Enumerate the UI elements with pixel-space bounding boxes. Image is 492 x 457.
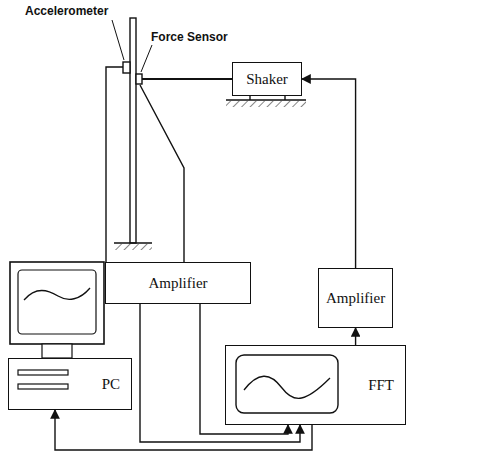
- box-label: Amplifier: [147, 275, 208, 292]
- force-sensor-cable: [140, 85, 184, 262]
- amplifier-box: Amplifier: [318, 268, 393, 328]
- disk-slot: [18, 384, 68, 389]
- box-label: Amplifier: [325, 290, 386, 307]
- signal-wire: [140, 304, 300, 442]
- ground-hatch: [114, 244, 152, 250]
- signal-wire: [302, 79, 356, 268]
- shaker-box: Shaker: [232, 62, 302, 96]
- cantilever-beam: [130, 18, 136, 243]
- leader-line: [141, 45, 152, 72]
- ground-line: [114, 242, 152, 244]
- pc-base-box: PC: [8, 358, 132, 410]
- disk-slot: [18, 370, 68, 375]
- pc-monitor: [10, 262, 104, 344]
- analyzer-screen: [236, 355, 338, 413]
- screen-trace: [24, 288, 90, 300]
- box-label: PC: [101, 376, 121, 393]
- signal-wire: [55, 410, 312, 450]
- signal-wire: [200, 304, 288, 434]
- force-sensor-symbol: [136, 74, 142, 84]
- box-label: Shaker: [245, 71, 289, 88]
- leader-line: [112, 20, 124, 60]
- signal-wire: [355, 328, 356, 345]
- ground-line: [226, 99, 306, 101]
- accelerometer-symbol: [123, 62, 130, 73]
- stinger-rod: [142, 78, 232, 80]
- fft-analyzer-box: FFT: [225, 345, 406, 425]
- shaker-mount: [249, 96, 250, 100]
- amplifier-box: Amplifier: [105, 262, 251, 304]
- screen-trace: [244, 376, 330, 398]
- part-label: Force Sensor: [150, 30, 229, 44]
- accelerometer-cable: [106, 67, 123, 262]
- part-label: Accelerometer: [24, 4, 109, 18]
- monitor-stand: [42, 344, 72, 358]
- monitor-screen: [18, 270, 96, 334]
- box-label: FFT: [367, 377, 395, 394]
- shaker-mount: [284, 96, 285, 100]
- ground-hatch: [226, 101, 306, 107]
